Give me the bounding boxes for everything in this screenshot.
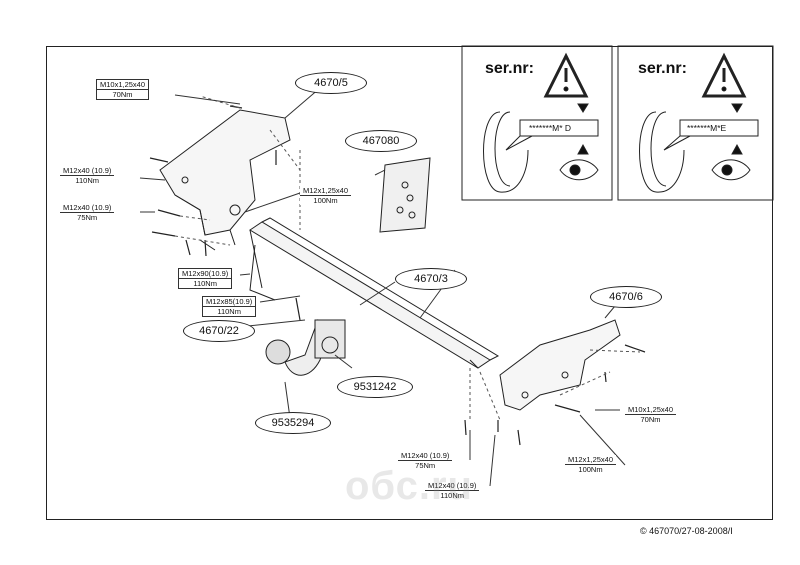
- serial-code-2: *******M*E: [687, 123, 727, 133]
- torque-label-m12-75: M12x40 (10.9)75Nm: [60, 203, 115, 222]
- serial-title-2: ser.nr:: [638, 60, 687, 77]
- serial-plate-illustration-2: [639, 103, 759, 193]
- crossbar: [249, 217, 500, 369]
- serial-panel-2: [617, 45, 774, 201]
- serial-code-1: *******M* D: [529, 123, 572, 133]
- torque-label-m12-bottom-110: M12x40 (10.9)110Nm: [425, 481, 480, 500]
- part-socket-plate: 9531242: [337, 376, 413, 398]
- warning-triangle-icon-2: [701, 52, 747, 98]
- torque-label-m12-bottom-75: M12x40 (10.9)75Nm: [398, 451, 453, 470]
- part-tow-ball: 9535294: [255, 412, 331, 434]
- serial-plate-illustration-1: [483, 103, 599, 193]
- serial-title-1: ser.nr:: [485, 60, 534, 77]
- serial-panel-1: [461, 45, 613, 201]
- socket-plate: [314, 319, 346, 359]
- part-fixing: 4670/22: [183, 320, 255, 342]
- left-bracket: [159, 109, 291, 251]
- warning-triangle-icon-1: [543, 52, 589, 98]
- copyright: © 467070/27-08-2008/I: [640, 526, 733, 536]
- watermark: oбс.ru: [345, 464, 473, 508]
- part-bracket-right: 4670/6: [590, 286, 662, 308]
- part-crossbar: 4670/3: [395, 268, 467, 290]
- torque-label-m12x90: M12x90(10.9)110Nm: [178, 268, 233, 289]
- drawing-frame: [46, 46, 773, 520]
- part-kit: 467080: [345, 130, 417, 152]
- hardware-kit: [379, 157, 431, 233]
- right-bracket: [499, 319, 621, 411]
- torque-label-m12-110: M12x40 (10.9)110Nm: [60, 166, 115, 185]
- part-bracket-left: 4670/5: [295, 72, 367, 94]
- torque-label-m12x85: M12x85(10.9)110Nm: [202, 296, 257, 317]
